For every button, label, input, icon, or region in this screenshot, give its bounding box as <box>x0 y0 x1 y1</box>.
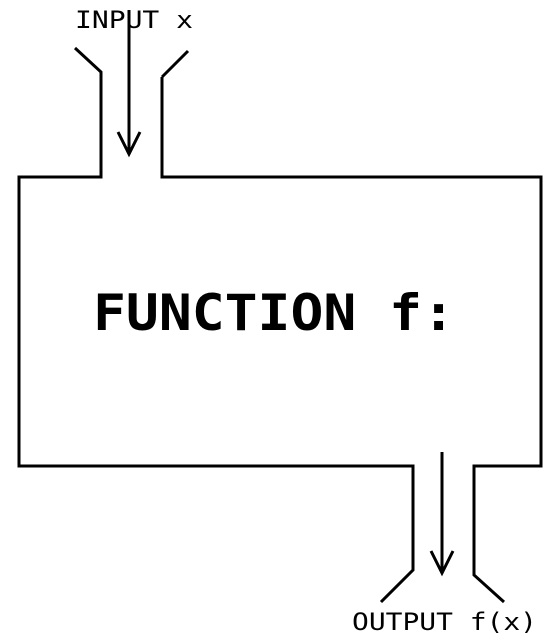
function-title: FUNCTION f: <box>93 284 455 342</box>
output-arrow <box>429 452 455 577</box>
function-machine-outline <box>17 46 543 604</box>
input-label: INPUT x <box>75 6 193 34</box>
output-label: OUTPUT f(x) <box>352 608 537 636</box>
input-arrow <box>116 10 142 158</box>
